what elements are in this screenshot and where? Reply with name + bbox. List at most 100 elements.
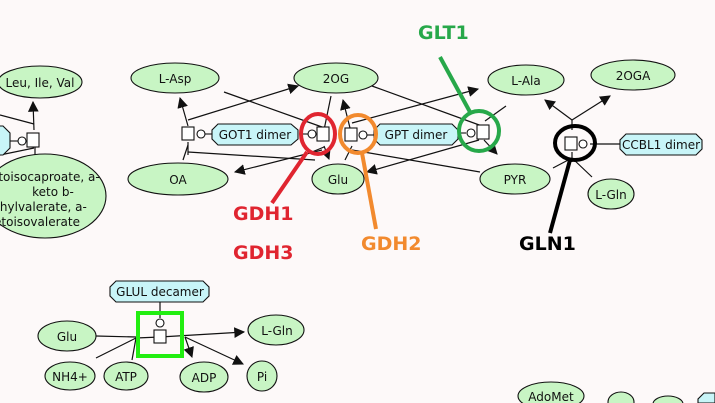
annotation-gln1: GLN1 [519,233,576,255]
process-node[interactable] [344,127,358,142]
metabolite-partial[interactable] [607,391,635,403]
label-oa: OA [169,173,187,187]
glul-highlight-box [136,311,184,358]
process-nodes [10,124,588,344]
metabolite-l-asp[interactable] [130,62,220,94]
metabolite-adomet[interactable] [517,381,585,403]
complexes [0,123,715,403]
gdh1-pointer [270,150,309,205]
edge [131,337,137,361]
edge [187,151,316,161]
label-glu: Glu [328,173,348,187]
edge [340,98,351,129]
label-keto-line4: etoisovalerate [0,215,80,229]
edge [344,145,353,161]
edge [187,83,300,121]
complex-glul[interactable] [109,280,210,303]
label-glul: GLUL decamer [116,285,204,299]
edge [365,139,480,175]
metabolites [0,59,684,403]
gdh2-highlight-circle [338,113,378,155]
catalysis-circle [17,136,27,146]
annotations [136,56,597,358]
catalysis-circle [358,130,368,140]
metabolite-l-ala[interactable] [487,64,565,96]
label-l-asp: L-Asp [159,72,192,86]
label-gpt: GPT dimer [385,128,448,142]
label-leu-ile-val: Leu, Ile, Val [6,76,75,90]
metabolite-glu-glul[interactable] [37,320,97,352]
process-node[interactable] [181,126,195,141]
metabolite-keto-acids[interactable] [0,153,107,239]
metabolite-2og[interactable] [293,62,379,94]
label-pi: Pi [257,370,267,384]
edge [184,336,244,365]
metabolite-pi[interactable] [246,360,278,392]
edge [27,100,39,131]
edge [0,114,35,125]
annotation-glt1: GLT1 [418,22,469,44]
edge [95,337,137,359]
gln1-pointer [548,159,572,234]
label-atp: ATP [115,370,137,384]
edge [484,105,507,122]
label-keto-line3: thylvalerate, a- [0,200,87,214]
edge [544,99,573,121]
gln1-highlight-circle [553,124,597,162]
process-node[interactable] [476,124,490,140]
metabolite-l-gln-glul[interactable] [247,314,305,346]
edge [0,147,35,156]
edge [177,96,189,127]
metabolite-partial[interactable] [652,395,684,403]
glt1-pointer [438,56,472,113]
metabolite-oa[interactable] [127,162,229,196]
edge [182,144,189,161]
label-2oga: 2OGA [616,69,651,83]
metabolite-leu-ile-val[interactable] [0,65,83,99]
annotation-gdh2: GDH2 [361,233,422,255]
label-adomet: AdoMet [528,390,574,403]
annotation-gdh1: GDH1 [233,203,294,225]
label-l-gln: L-Gln [595,188,626,202]
annotation-labels: GLT1 GDH1 GDH3 GDH2 GLN1 [233,22,576,264]
metabolite-glu[interactable] [311,163,365,195]
edge [311,146,325,153]
edge [351,86,480,124]
label-l-gln-glul: L-Gln [261,324,292,338]
edge [223,91,323,128]
process-node[interactable] [316,126,330,142]
gdh1-highlight-circle [299,112,337,156]
metabolite-l-gln[interactable] [587,178,635,210]
label-keto-line2: keto b- [32,185,74,199]
label-2og: 2OG [323,72,349,86]
complex-ccbl1[interactable] [619,133,703,156]
catalysis-circle [307,129,317,139]
metabolite-2oga[interactable] [590,59,676,91]
label-keto-line1: toisocaproate, a- [0,170,100,184]
label-nh4: NH4+ [52,370,88,384]
glt1-highlight-circle [457,109,501,153]
catalysis-circle [155,318,165,328]
metabolite-adp[interactable] [179,361,229,393]
process-node[interactable] [26,132,40,148]
process-node[interactable] [564,136,578,151]
metabolite-pyr[interactable] [479,163,551,195]
catalysis-circle [466,128,476,138]
complex-got1[interactable] [211,123,299,146]
label-l-ala: L-Ala [511,74,540,88]
label-got1: GOT1 dimer [219,128,292,142]
metabolite-atp[interactable] [103,361,149,391]
complex-partial-bottom[interactable] [697,392,715,403]
label-ccbl1: CCBL1 dimer [622,138,700,152]
catalysis-circle [196,129,206,139]
edge [323,95,332,131]
edge [159,327,246,338]
process-node[interactable] [153,329,167,344]
annotation-gdh3: GDH3 [233,242,294,264]
label-glu-glul: Glu [57,330,77,344]
gdh2-pointer [360,152,378,230]
metabolite-nh4[interactable] [44,361,96,391]
complex-partial-left[interactable] [0,125,11,156]
edges [0,83,620,365]
